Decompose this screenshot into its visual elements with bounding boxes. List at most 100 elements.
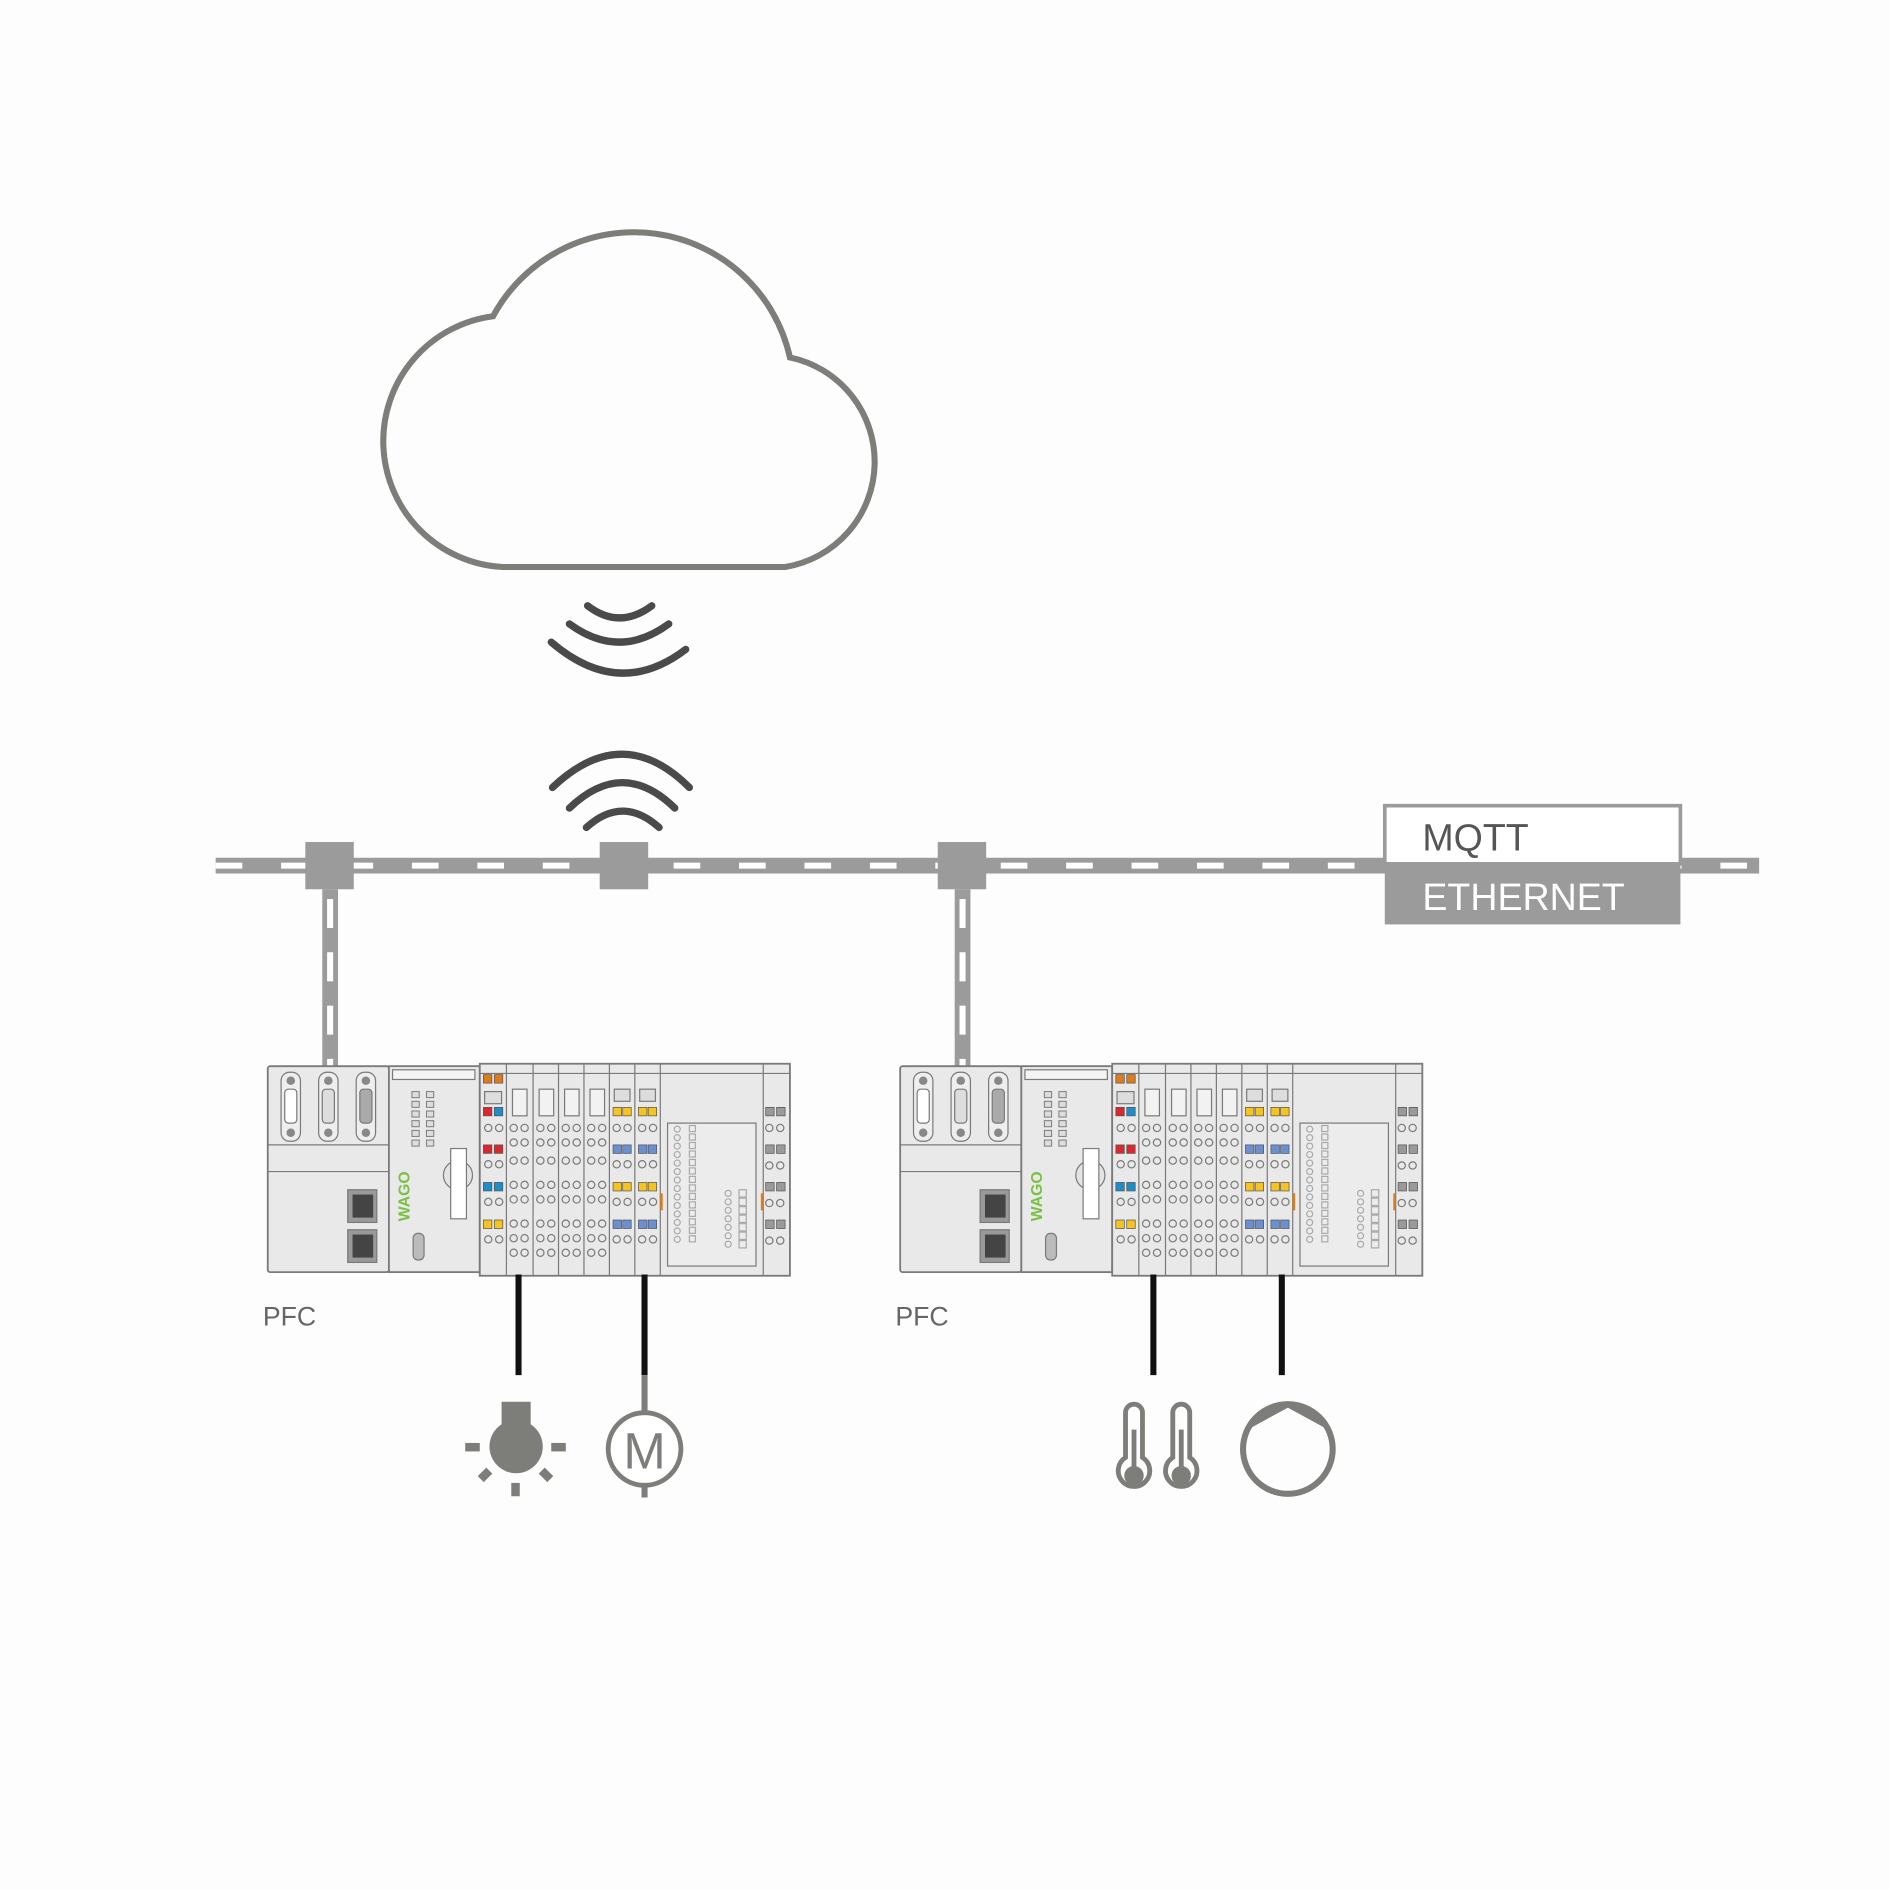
terminal xyxy=(561,1180,571,1190)
terminal xyxy=(1152,1248,1162,1257)
led xyxy=(1370,1197,1380,1207)
marker xyxy=(1393,1193,1396,1211)
io-led xyxy=(638,1144,648,1154)
terminal xyxy=(597,1156,607,1165)
terminal xyxy=(536,1248,545,1257)
io-led xyxy=(483,1144,493,1154)
terminal xyxy=(484,1235,493,1244)
terminal xyxy=(648,1197,658,1207)
io-led xyxy=(1126,1182,1136,1192)
thermometer-icon xyxy=(1115,1401,1153,1489)
terminal xyxy=(509,1180,518,1190)
terminal xyxy=(1204,1233,1214,1243)
terminal xyxy=(586,1233,596,1243)
io-led xyxy=(622,1219,632,1229)
led xyxy=(1321,1124,1329,1133)
terminal xyxy=(597,1138,607,1147)
label-window xyxy=(511,1088,528,1117)
io-led xyxy=(493,1074,504,1084)
io-led xyxy=(1126,1106,1136,1117)
controller-2-label: PFC xyxy=(895,1301,948,1331)
io-led xyxy=(1245,1144,1255,1154)
status-led xyxy=(411,1091,420,1099)
led xyxy=(1321,1235,1329,1243)
terminal xyxy=(586,1156,596,1165)
io-led xyxy=(1408,1144,1418,1154)
status-led xyxy=(425,1129,435,1137)
terminal xyxy=(572,1156,581,1165)
io-led xyxy=(1397,1219,1407,1229)
screw xyxy=(361,1128,371,1138)
terminal xyxy=(1141,1219,1151,1228)
terminal xyxy=(536,1123,545,1133)
terminal xyxy=(1179,1248,1188,1257)
terminal xyxy=(1193,1219,1203,1228)
terminal xyxy=(1168,1248,1178,1257)
led xyxy=(1370,1231,1380,1241)
terminal xyxy=(572,1248,581,1257)
io-led xyxy=(1245,1219,1255,1229)
terminal xyxy=(1408,1123,1417,1133)
terminal xyxy=(1270,1123,1279,1133)
terminal xyxy=(1356,1223,1365,1231)
terminal xyxy=(561,1156,571,1165)
io-led xyxy=(1270,1182,1280,1192)
led xyxy=(688,1158,697,1167)
io-led xyxy=(776,1219,786,1229)
io-led xyxy=(1408,1106,1418,1117)
terminal xyxy=(1152,1233,1162,1243)
io-led xyxy=(1397,1106,1407,1117)
status-led xyxy=(425,1091,435,1099)
io-led xyxy=(647,1106,658,1117)
led xyxy=(1321,1150,1329,1158)
status-led xyxy=(1058,1139,1067,1147)
terminal xyxy=(637,1235,647,1244)
screw xyxy=(956,1128,965,1138)
terminal xyxy=(1116,1197,1125,1207)
io-led xyxy=(638,1106,648,1117)
terminal xyxy=(536,1195,545,1204)
led xyxy=(688,1141,697,1150)
terminal xyxy=(775,1236,785,1245)
terminal xyxy=(586,1138,596,1147)
terminal xyxy=(1244,1160,1254,1169)
terminal xyxy=(1179,1156,1188,1165)
terminal xyxy=(673,1235,681,1244)
io-led xyxy=(622,1106,632,1117)
terminal xyxy=(1408,1198,1417,1208)
terminal xyxy=(724,1189,732,1197)
terminal xyxy=(520,1156,529,1165)
io-led xyxy=(483,1074,493,1084)
led xyxy=(1321,1192,1329,1201)
terminal xyxy=(775,1123,785,1133)
terminal xyxy=(1152,1138,1162,1147)
terminal xyxy=(1193,1233,1203,1243)
terminal xyxy=(673,1159,681,1167)
terminal xyxy=(1179,1219,1188,1228)
terminal xyxy=(547,1156,556,1165)
led xyxy=(1321,1201,1329,1209)
terminal xyxy=(509,1138,518,1147)
terminal xyxy=(1141,1195,1151,1204)
terminal xyxy=(1230,1195,1239,1204)
terminal xyxy=(648,1123,658,1133)
terminal xyxy=(612,1160,621,1169)
module-panel xyxy=(666,1122,757,1267)
led xyxy=(1370,1240,1380,1249)
terminal xyxy=(673,1150,681,1159)
terminal xyxy=(1306,1142,1314,1150)
led xyxy=(1370,1223,1380,1232)
terminal xyxy=(561,1219,571,1228)
terminal xyxy=(1306,1125,1314,1133)
status-led xyxy=(1058,1120,1067,1128)
terminal xyxy=(637,1197,647,1207)
terminal xyxy=(648,1160,658,1169)
terminal xyxy=(765,1161,774,1170)
terminal xyxy=(1255,1123,1265,1133)
terminal xyxy=(724,1215,732,1223)
terminal xyxy=(1356,1189,1365,1197)
terminal xyxy=(520,1248,529,1257)
terminal xyxy=(547,1219,556,1228)
controller-1-label: PFC xyxy=(263,1301,316,1331)
